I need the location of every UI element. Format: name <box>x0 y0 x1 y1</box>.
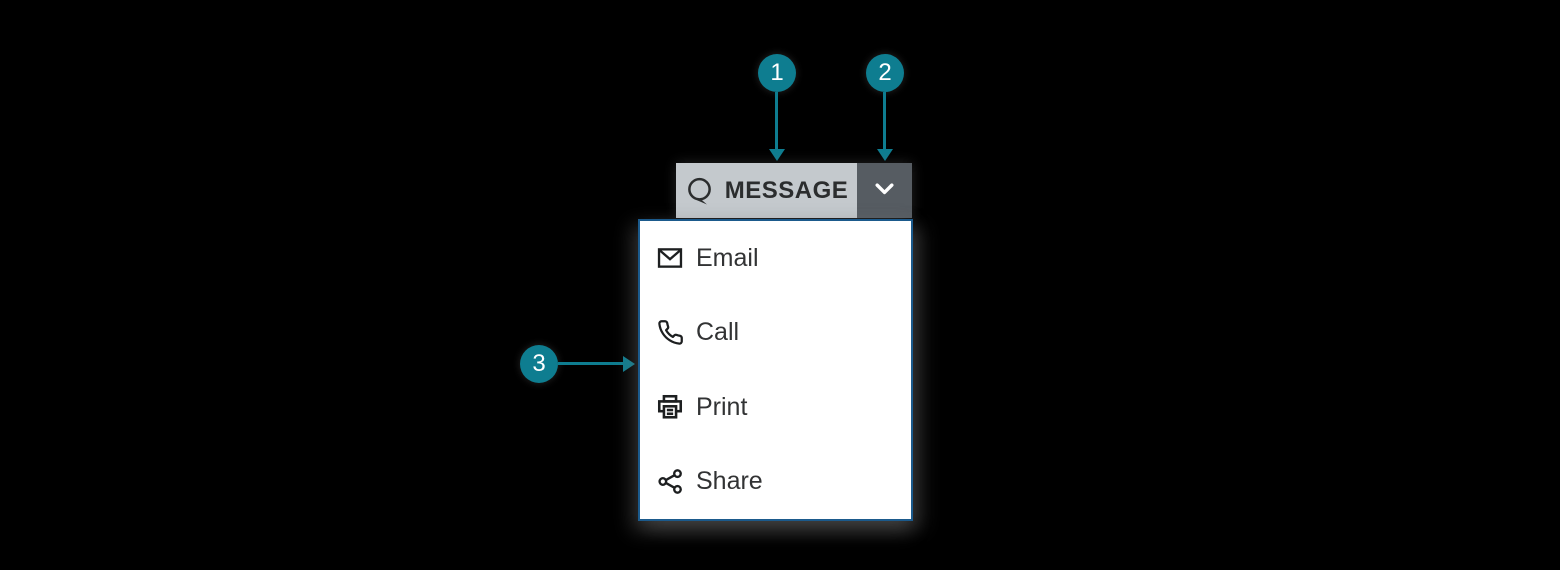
dropdown-toggle-button[interactable] <box>857 163 912 218</box>
callout-arrow-3 <box>558 362 624 365</box>
chevron-down-icon <box>871 175 898 207</box>
callout-arrow-2 <box>883 92 886 150</box>
menu-item-email[interactable]: Email <box>640 221 911 296</box>
message-button[interactable]: MESSAGE <box>676 163 857 218</box>
phone-icon <box>656 319 684 347</box>
callout-number: 1 <box>770 59 784 86</box>
menu-item-label: Call <box>696 318 740 347</box>
callout-badge-1: 1 <box>758 54 796 92</box>
menu-item-label: Print <box>696 392 748 421</box>
callout-arrow-1 <box>775 92 778 150</box>
menu-item-print[interactable]: Print <box>640 370 911 445</box>
callout-badge-2: 2 <box>866 54 904 92</box>
callout-arrowhead-1 <box>769 149 785 161</box>
callout-badge-3: 3 <box>520 345 558 383</box>
callout-arrowhead-3 <box>623 356 635 372</box>
dropdown-menu: Email Call Print <box>638 219 913 521</box>
callout-number: 2 <box>878 59 892 86</box>
message-button-label: MESSAGE <box>724 176 849 204</box>
menu-item-call[interactable]: Call <box>640 296 911 371</box>
menu-item-share[interactable]: Share <box>640 445 911 520</box>
menu-item-label: Email <box>696 243 759 272</box>
share-icon <box>656 468 684 496</box>
printer-icon <box>656 393 684 421</box>
email-icon <box>656 244 684 272</box>
callout-arrowhead-2 <box>877 149 893 161</box>
menu-item-label: Share <box>696 467 763 496</box>
callout-number: 3 <box>532 350 546 377</box>
message-split-button: MESSAGE <box>676 163 912 218</box>
speech-bubble-icon <box>685 176 715 206</box>
